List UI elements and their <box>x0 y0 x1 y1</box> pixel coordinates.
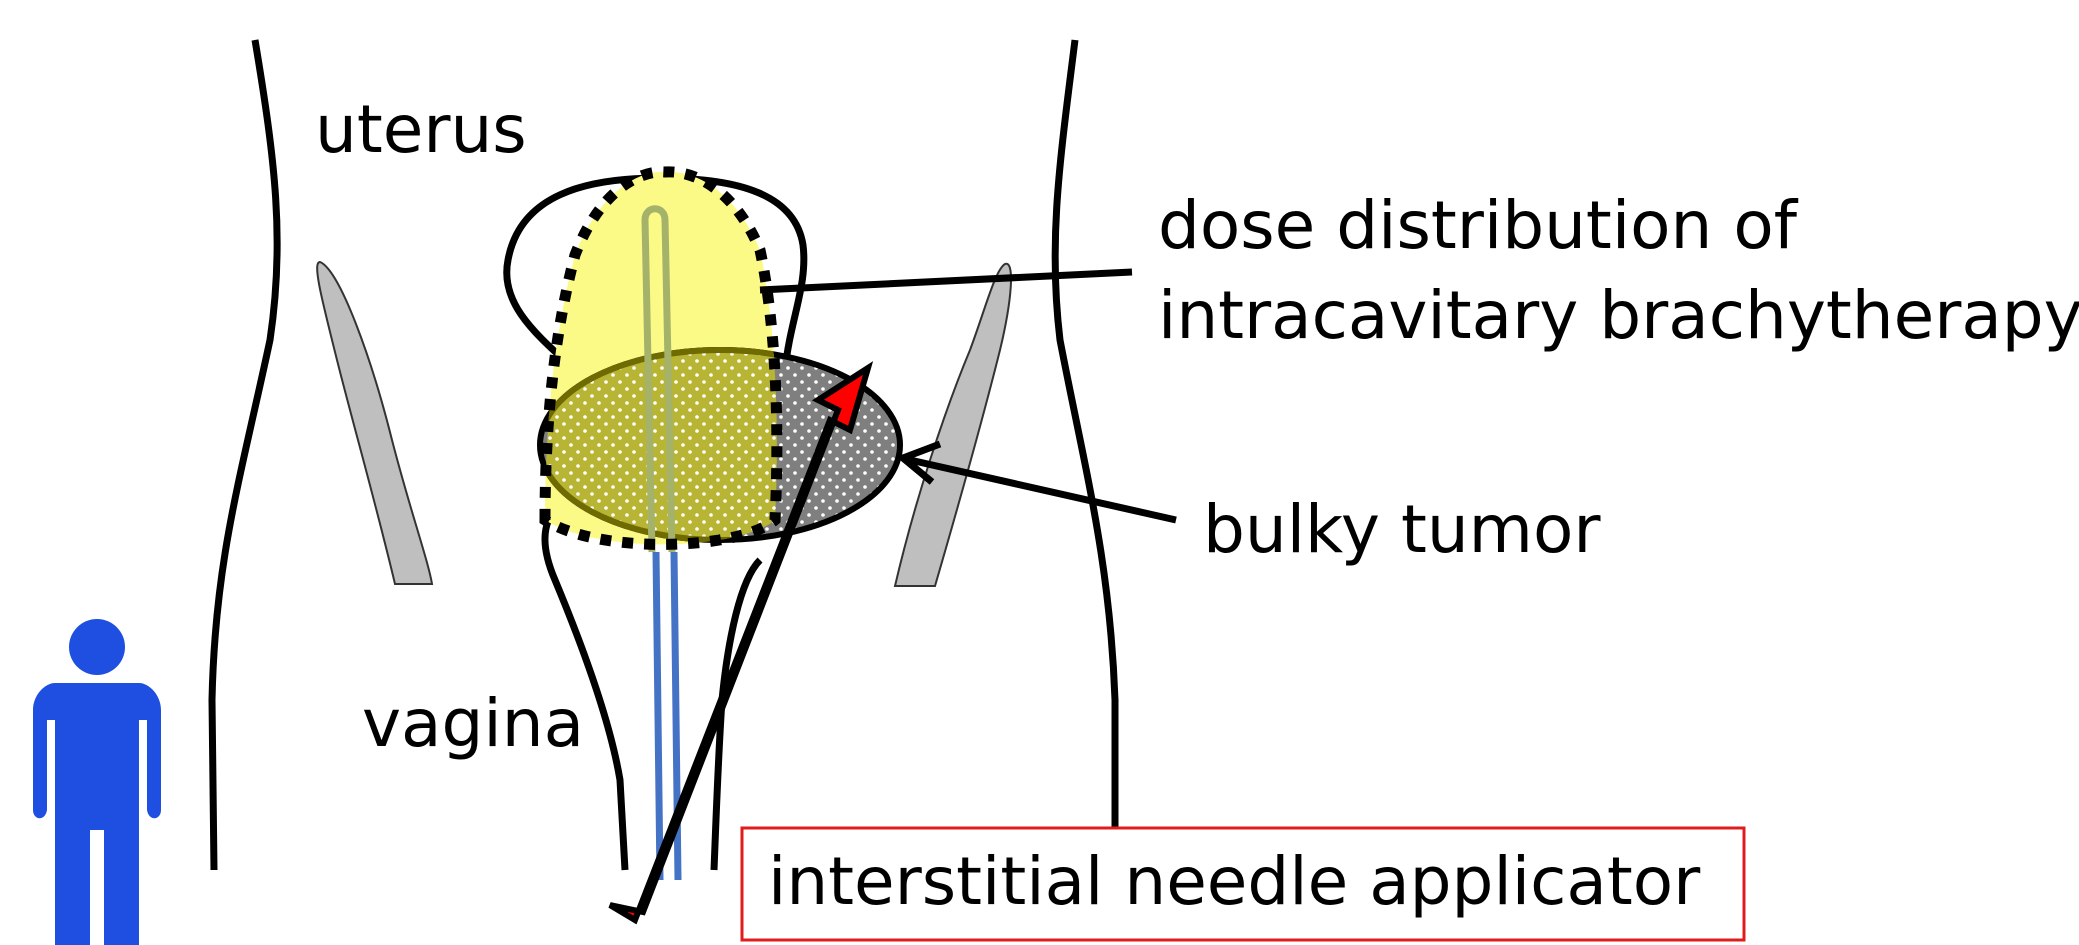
bone-left <box>317 262 432 584</box>
vagina-label: vagina <box>362 685 584 762</box>
person-icon <box>33 619 161 945</box>
body-outline-left <box>212 40 277 870</box>
dose-pointer-line <box>760 272 1132 290</box>
dose-label-line1: dose distribution of <box>1158 187 1799 264</box>
uterus-label: uterus <box>315 91 527 168</box>
body-outline-right <box>1055 40 1115 830</box>
dose-label-line2: intracavitary brachytherapy <box>1158 277 2079 354</box>
bulky-tumor-label: bulky tumor <box>1203 491 1601 568</box>
bone-right <box>895 264 1011 586</box>
needle-label: interstitial needle applicator <box>768 843 1701 920</box>
tandem-stem-left <box>656 552 660 880</box>
